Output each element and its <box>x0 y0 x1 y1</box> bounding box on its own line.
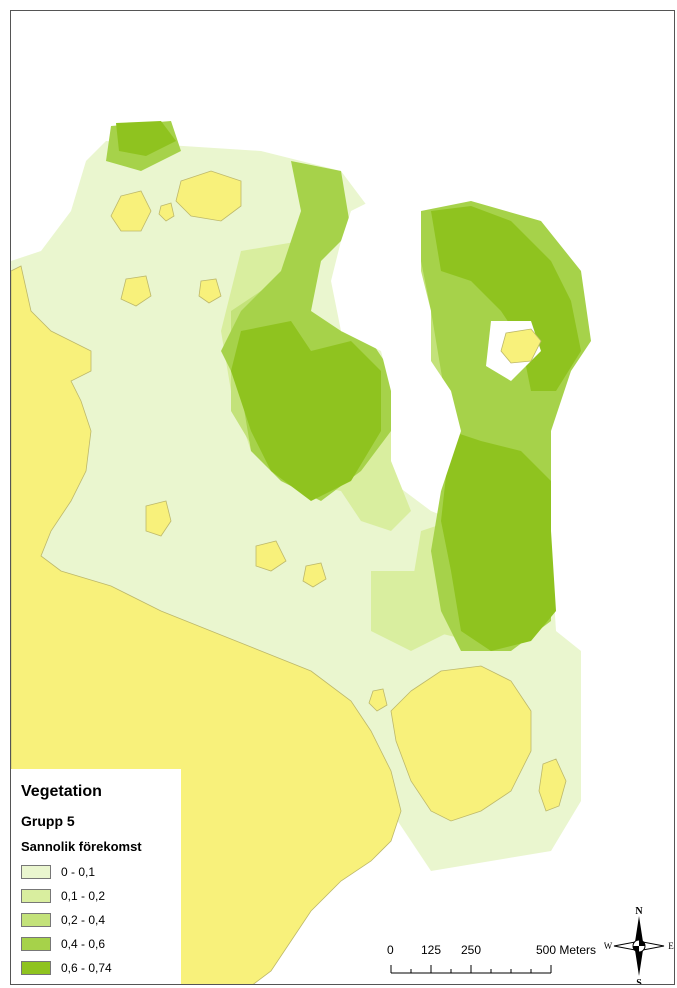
islet-southeast <box>538 758 567 812</box>
compass-w: W <box>604 941 613 951</box>
legend-label-class-5: 0,6 - 0,74 <box>61 961 112 975</box>
map-frame: Vegetation Grupp 5 Sannolik förekomst 0 … <box>10 10 675 985</box>
legend-label-class-3: 0,2 - 0,4 <box>61 913 106 927</box>
probability-area-peak-northeast <box>431 206 581 391</box>
legend-swatch-class-1 <box>21 865 51 879</box>
islet-south <box>368 688 388 712</box>
islet-west-a <box>145 500 172 537</box>
legend-label-class-2: 0,1 - 0,2 <box>61 889 106 903</box>
islet-central <box>302 562 327 588</box>
legend-swatch-class-2 <box>21 889 51 903</box>
scale-bar: 0 125 250 500 Meters <box>381 943 611 983</box>
islet-mid-a <box>198 278 222 304</box>
land-southeast-island <box>390 665 532 822</box>
scale-label-125: 125 <box>421 943 442 957</box>
compass-s: S <box>636 978 642 985</box>
compass-n: N <box>635 906 643 917</box>
probability-area-lowmid-south <box>371 571 451 651</box>
legend-swatch-class-5 <box>21 961 51 975</box>
scale-label-250: 250 <box>461 943 482 957</box>
islet-east-lake <box>500 328 542 364</box>
islet-north-small <box>110 190 152 232</box>
scale-bar-ruler <box>390 965 552 974</box>
probability-area-peak-west <box>231 321 381 501</box>
compass-e: E <box>668 941 674 951</box>
legend-label-class-4: 0,4 - 0,6 <box>61 937 106 951</box>
legend-row-class-3: 0,2 - 0,4 <box>21 911 105 929</box>
legend-row-class-2: 0,1 - 0,2 <box>21 887 105 905</box>
islet-west-c <box>120 275 152 307</box>
legend-row-class-5: 0,6 - 0,74 <box>21 959 112 977</box>
unclassified-channel <box>331 191 461 491</box>
probability-area-peak-north <box>116 121 176 156</box>
legend-subtitle: Grupp 5 <box>21 813 75 829</box>
legend-row-class-1: 0 - 0,1 <box>21 863 95 881</box>
scale-label-0: 0 <box>387 943 394 957</box>
legend-row-class-4: 0,4 - 0,6 <box>21 935 105 953</box>
legend-swatch-class-4 <box>21 937 51 951</box>
islet-west-b <box>255 540 287 572</box>
legend-field: Sannolik förekomst <box>21 839 142 854</box>
legend-title: Vegetation <box>21 783 102 800</box>
compass-rose-icon: N S W E <box>604 906 674 985</box>
map-legend: Vegetation Grupp 5 Sannolik förekomst 0 … <box>11 769 181 984</box>
probability-area-peak-east <box>441 431 556 651</box>
probability-class-0.6-0.74 <box>116 121 581 651</box>
islet-mid-b <box>158 202 175 222</box>
legend-swatch-class-3 <box>21 913 51 927</box>
north-arrow-compass: N S W E <box>604 906 674 985</box>
legend-label-class-1: 0 - 0,1 <box>61 865 96 879</box>
scale-label-500: 500 Meters <box>536 943 597 957</box>
islet-north-large <box>175 170 242 222</box>
